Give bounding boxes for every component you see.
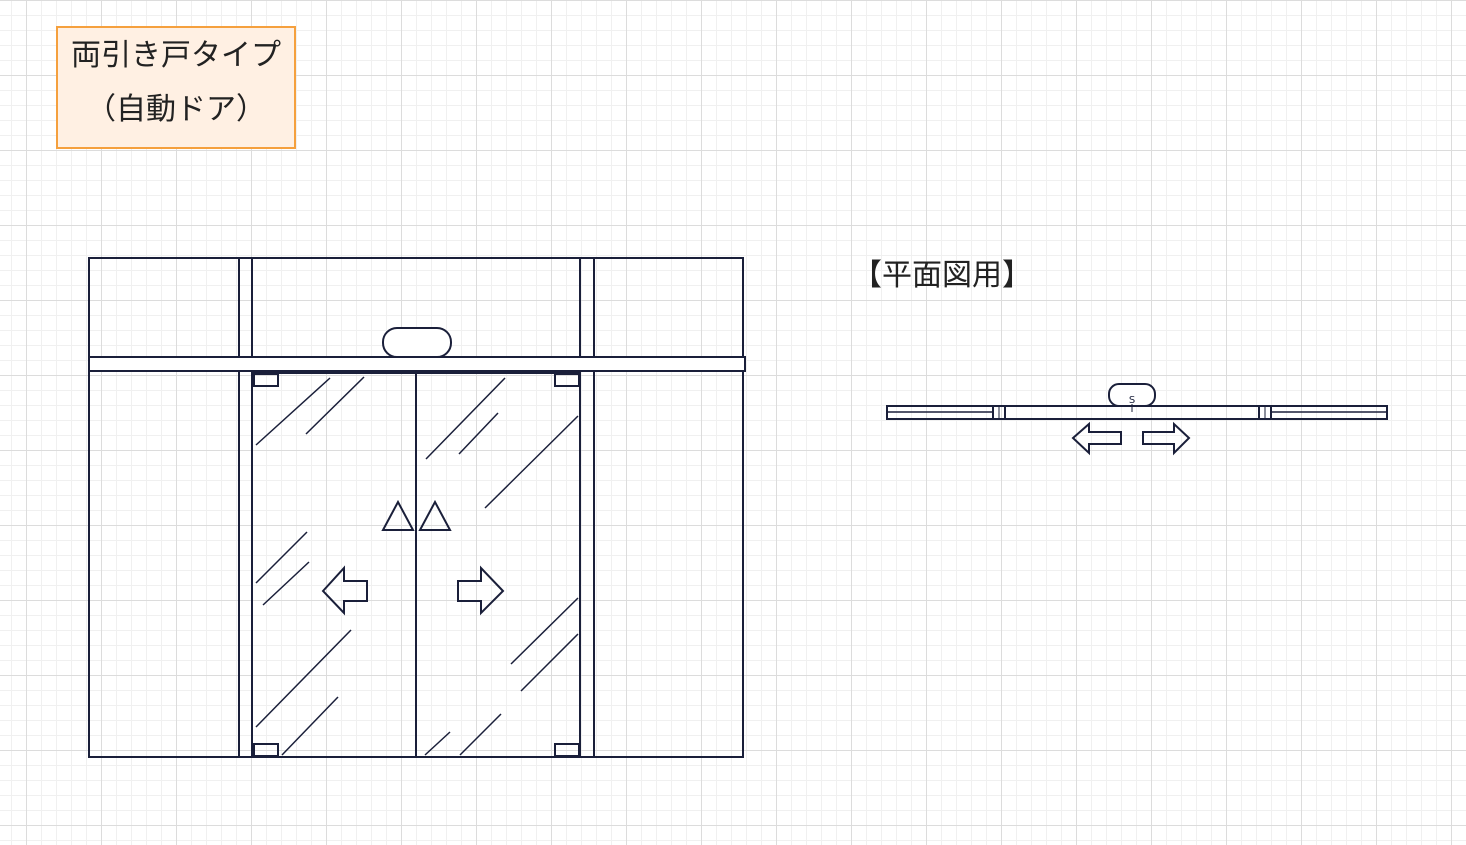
elevation-view	[88, 257, 746, 758]
glass-hatch-right	[424, 377, 579, 756]
triangle-left-icon	[381, 499, 415, 531]
arrow-right-icon	[457, 565, 505, 616]
pivot-bottom-left	[253, 743, 279, 757]
title-box: 両引き戸タイプ （自動ドア）	[56, 26, 296, 149]
pivot-top-left	[253, 373, 279, 387]
left-door-panel	[251, 372, 417, 758]
title-line-1: 両引き戸タイプ	[71, 38, 281, 73]
transom-bar	[88, 356, 746, 372]
glass-hatch-left	[255, 376, 365, 756]
right-mullion	[579, 257, 595, 758]
pivot-top-right	[554, 373, 580, 387]
sensor-mark: S	[1129, 395, 1135, 406]
triangle-right-icon	[418, 499, 452, 531]
plan-arrow-right-icon	[1142, 421, 1191, 456]
title-line-2: （自動ドア）	[86, 92, 266, 127]
plan-view: S	[886, 383, 1388, 456]
motion-sensor	[382, 327, 452, 358]
plan-arrow-left-icon	[1071, 421, 1122, 456]
left-mullion	[238, 257, 253, 758]
plan-label: 【平面図用】	[852, 258, 1032, 293]
right-door-panel	[415, 372, 581, 758]
pivot-bottom-right	[554, 743, 580, 757]
arrow-left-icon	[321, 565, 368, 616]
